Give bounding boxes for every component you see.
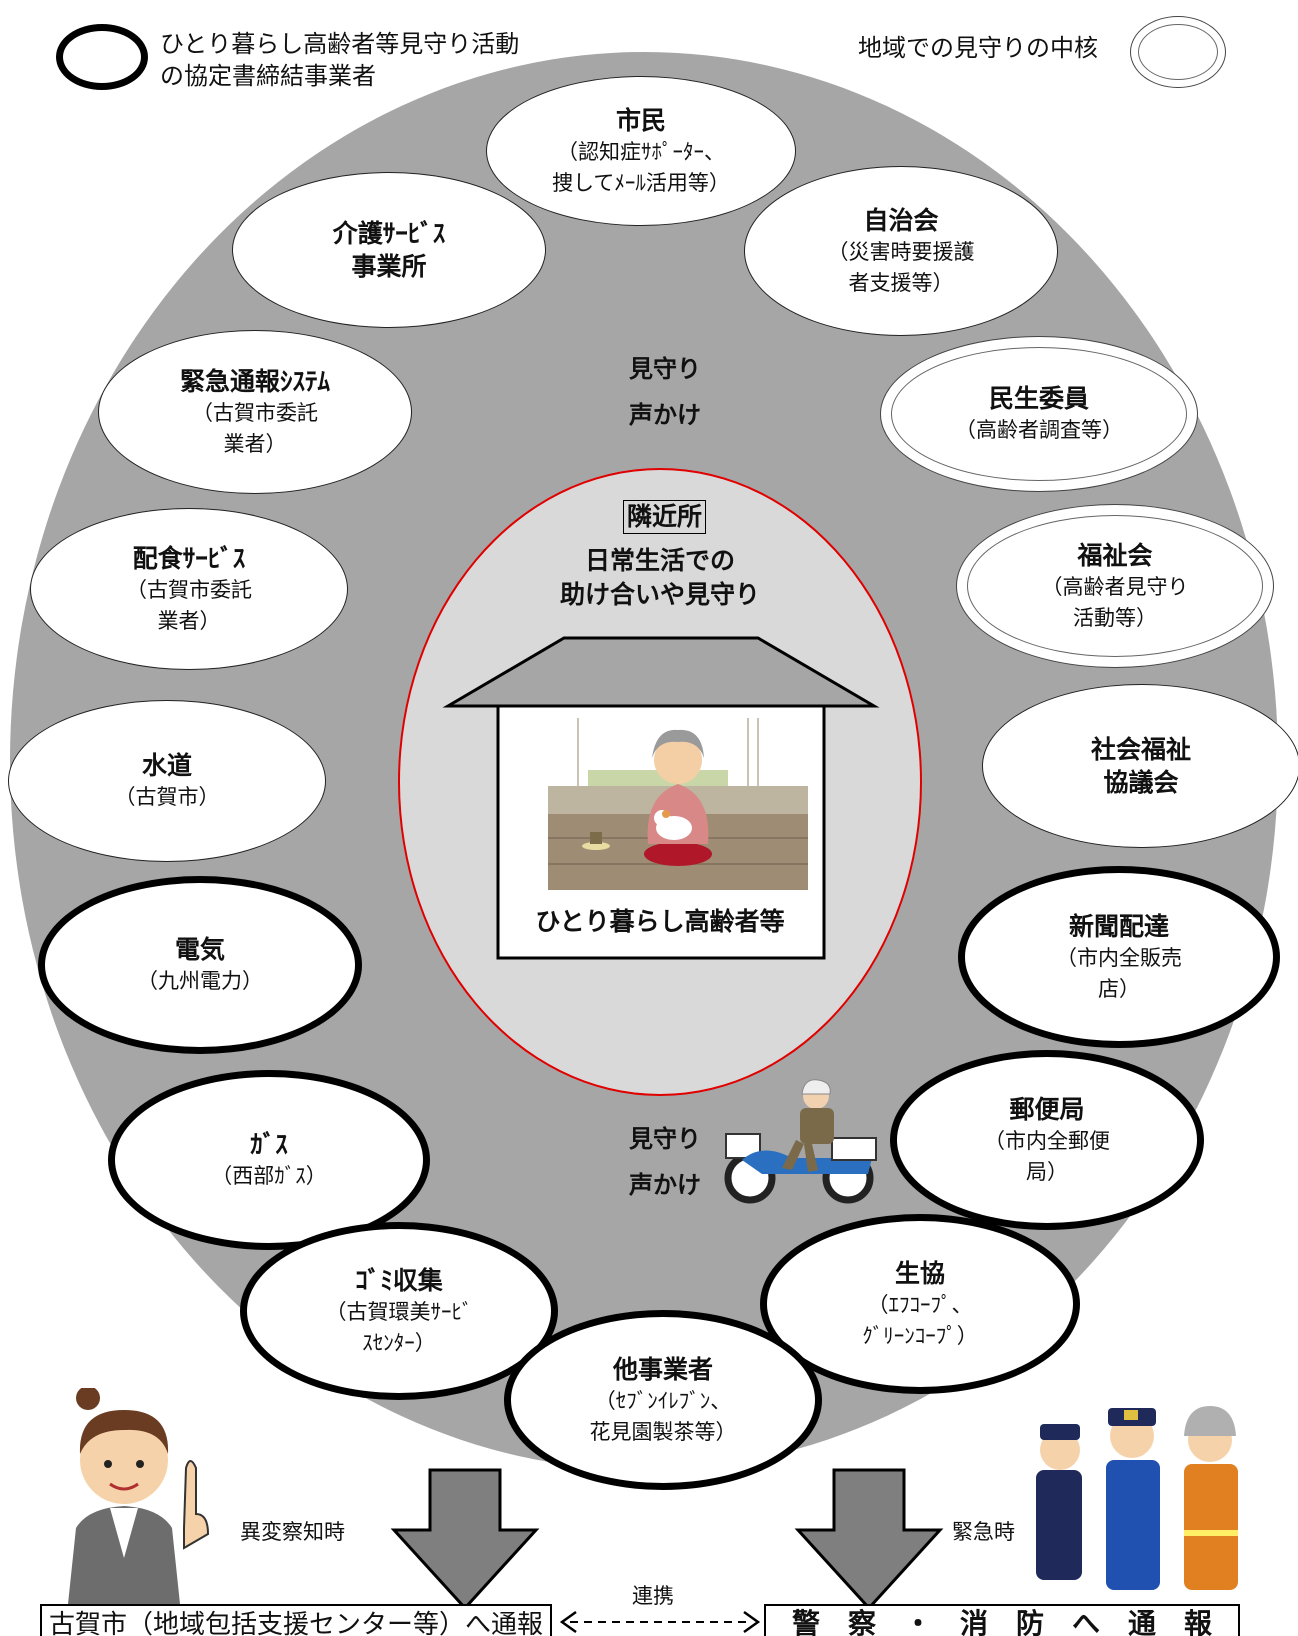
node-minsei-title: 民生委員 bbox=[988, 384, 1089, 413]
node-electric-title: 電気 bbox=[174, 935, 225, 964]
arrow-right-down bbox=[794, 1468, 944, 1611]
elderly-woman-with-cat-illustration bbox=[548, 718, 808, 890]
node-fukushi-sub: （高齢者見守り 活動等） bbox=[1041, 574, 1189, 630]
legend-thick-ellipse bbox=[56, 24, 148, 90]
police-report-box: 警 察 ・ 消 防 へ 通 報 bbox=[764, 1604, 1240, 1636]
neighborhood-ellipse bbox=[398, 468, 922, 1096]
node-coop-title: 生協 bbox=[894, 1258, 945, 1288]
node-gas: ｶﾞｽ （西部ｶﾞｽ） bbox=[108, 1070, 430, 1250]
watch-label-top: 見守り 声かけ bbox=[610, 346, 720, 438]
watch-top-text: 見守り 声かけ bbox=[629, 355, 701, 429]
node-meal-sub: （古賀市委託 業者） bbox=[126, 577, 252, 633]
node-water-sub: （古賀市） bbox=[114, 785, 220, 809]
node-post: 郵便局 （市内全郵便 局） bbox=[890, 1050, 1204, 1230]
node-meal-title: 配食ｻｰﾋﾞｽ bbox=[132, 543, 246, 573]
city-staff-illustration bbox=[68, 1388, 210, 1604]
node-newspaper-title: 新聞配達 bbox=[1068, 911, 1169, 941]
node-jichikai-title: 自治会 bbox=[863, 205, 939, 235]
node-emergency: 緊急通報ｼｽﾃﾑ （古賀市委託 業者） bbox=[98, 330, 412, 494]
emergency-label: 緊急時 bbox=[952, 1520, 1015, 1544]
arrow-left-down bbox=[390, 1468, 540, 1611]
node-other-sub: （ｾﾌﾞﾝｲﾚﾌﾞﾝ、 花見園製茶等） bbox=[589, 1388, 737, 1444]
node-electric: 電気 （九州電力） bbox=[38, 876, 362, 1054]
koga-report-box: 古賀市（地域包括支援センター等）へ通報 bbox=[40, 1604, 552, 1636]
koga-report-text: 古賀市（地域包括支援センター等）へ通報 bbox=[48, 1609, 543, 1636]
node-citizen: 市民 （認知症ｻﾎﾟｰﾀｰ、 捜してﾒｰﾙ活用等） bbox=[486, 76, 796, 226]
node-other-title: 他事業者 bbox=[612, 1354, 713, 1384]
anomaly-label: 異変察知時 bbox=[240, 1520, 345, 1544]
node-shakyo: 社会福祉 協議会 bbox=[982, 684, 1298, 848]
node-citizen-sub: （認知症ｻﾎﾟｰﾀｰ、 捜してﾒｰﾙ活用等） bbox=[552, 139, 730, 195]
node-post-sub: （市内全郵便 局） bbox=[984, 1128, 1110, 1184]
node-care-title: 介護ｻｰﾋﾞｽ 事業所 bbox=[332, 219, 446, 281]
police-report-text: 警 察 ・ 消 防 へ 通 報 bbox=[791, 1607, 1212, 1636]
node-fukushi: 福祉会 （高齢者見守り 活動等） bbox=[956, 504, 1274, 668]
police-firefighter-illustration bbox=[1036, 1406, 1238, 1590]
elderly-label: ひとり暮らし高齢者等 bbox=[535, 907, 785, 936]
node-electric-sub: （九州電力） bbox=[137, 969, 263, 993]
node-garbage-sub: （古賀環美ｻｰﾋﾞ ｽｾﾝﾀｰ） bbox=[325, 1299, 473, 1355]
watch-label-bottom: 見守り 声かけ bbox=[610, 1116, 720, 1208]
node-care: 介護ｻｰﾋﾞｽ 事業所 bbox=[232, 172, 546, 328]
node-water: 水道 （古賀市） bbox=[8, 700, 326, 862]
node-newspaper-sub: （市内全販売 店） bbox=[1056, 945, 1182, 1001]
node-emergency-title: 緊急通報ｼｽﾃﾑ bbox=[179, 366, 330, 396]
node-citizen-title: 市民 bbox=[615, 105, 666, 135]
node-garbage-title: ｺﾞﾐ収集 bbox=[355, 1265, 443, 1295]
link-label: 連携 bbox=[632, 1584, 674, 1608]
legend-core-label: 地域での見守りの中核 bbox=[858, 34, 1098, 62]
node-emergency-sub: （古賀市委託 業者） bbox=[192, 400, 318, 456]
node-gas-title: ｶﾞｽ bbox=[250, 1130, 288, 1159]
node-fukushi-title: 福祉会 bbox=[1077, 540, 1153, 570]
node-jichikai: 自治会 （災害時要援護 者支援等） bbox=[744, 166, 1058, 336]
node-gas-sub: （西部ｶﾞｽ） bbox=[211, 1164, 327, 1188]
node-shakyo-title: 社会福祉 協議会 bbox=[1090, 735, 1191, 797]
node-newspaper: 新聞配達 （市内全販売 店） bbox=[958, 866, 1280, 1048]
legend-double-ellipse bbox=[1130, 16, 1226, 88]
node-minsei-sub: （高齢者調査等） bbox=[955, 418, 1123, 442]
node-jichikai-sub: （災害時要援護 者支援等） bbox=[827, 239, 975, 295]
watch-bottom-text: 見守り 声かけ bbox=[629, 1125, 701, 1199]
legend-contract-label: ひとり暮らし高齢者等見守り活動 の協定書締結事業者 bbox=[160, 30, 520, 90]
daily-support-text: 日常生活での 助け合いや見守り bbox=[559, 546, 760, 609]
node-coop-sub: （ｴﾌｺｰﾌﾟ、 ｸﾞﾘｰﾝｺｰﾌﾟ） bbox=[862, 1292, 978, 1348]
node-post-title: 郵便局 bbox=[1009, 1094, 1085, 1124]
node-garbage: ｺﾞﾐ収集 （古賀環美ｻｰﾋﾞ ｽｾﾝﾀｰ） bbox=[240, 1222, 558, 1400]
node-meal: 配食ｻｰﾋﾞｽ （古賀市委託 業者） bbox=[30, 508, 348, 670]
node-coop: 生協 （ｴﾌｺｰﾌﾟ、 ｸﾞﾘｰﾝｺｰﾌﾟ） bbox=[760, 1214, 1080, 1394]
delivery-motorbike-illustration bbox=[724, 1079, 877, 1204]
node-minsei: 民生委員 （高齢者調査等） bbox=[880, 336, 1198, 492]
neighbor-label: 隣近所 bbox=[623, 500, 707, 534]
node-other: 他事業者 （ｾﾌﾞﾝｲﾚﾌﾞﾝ、 花見園製茶等） bbox=[504, 1310, 822, 1490]
link-arrow bbox=[559, 1610, 761, 1634]
node-water-title: 水道 bbox=[141, 751, 192, 780]
